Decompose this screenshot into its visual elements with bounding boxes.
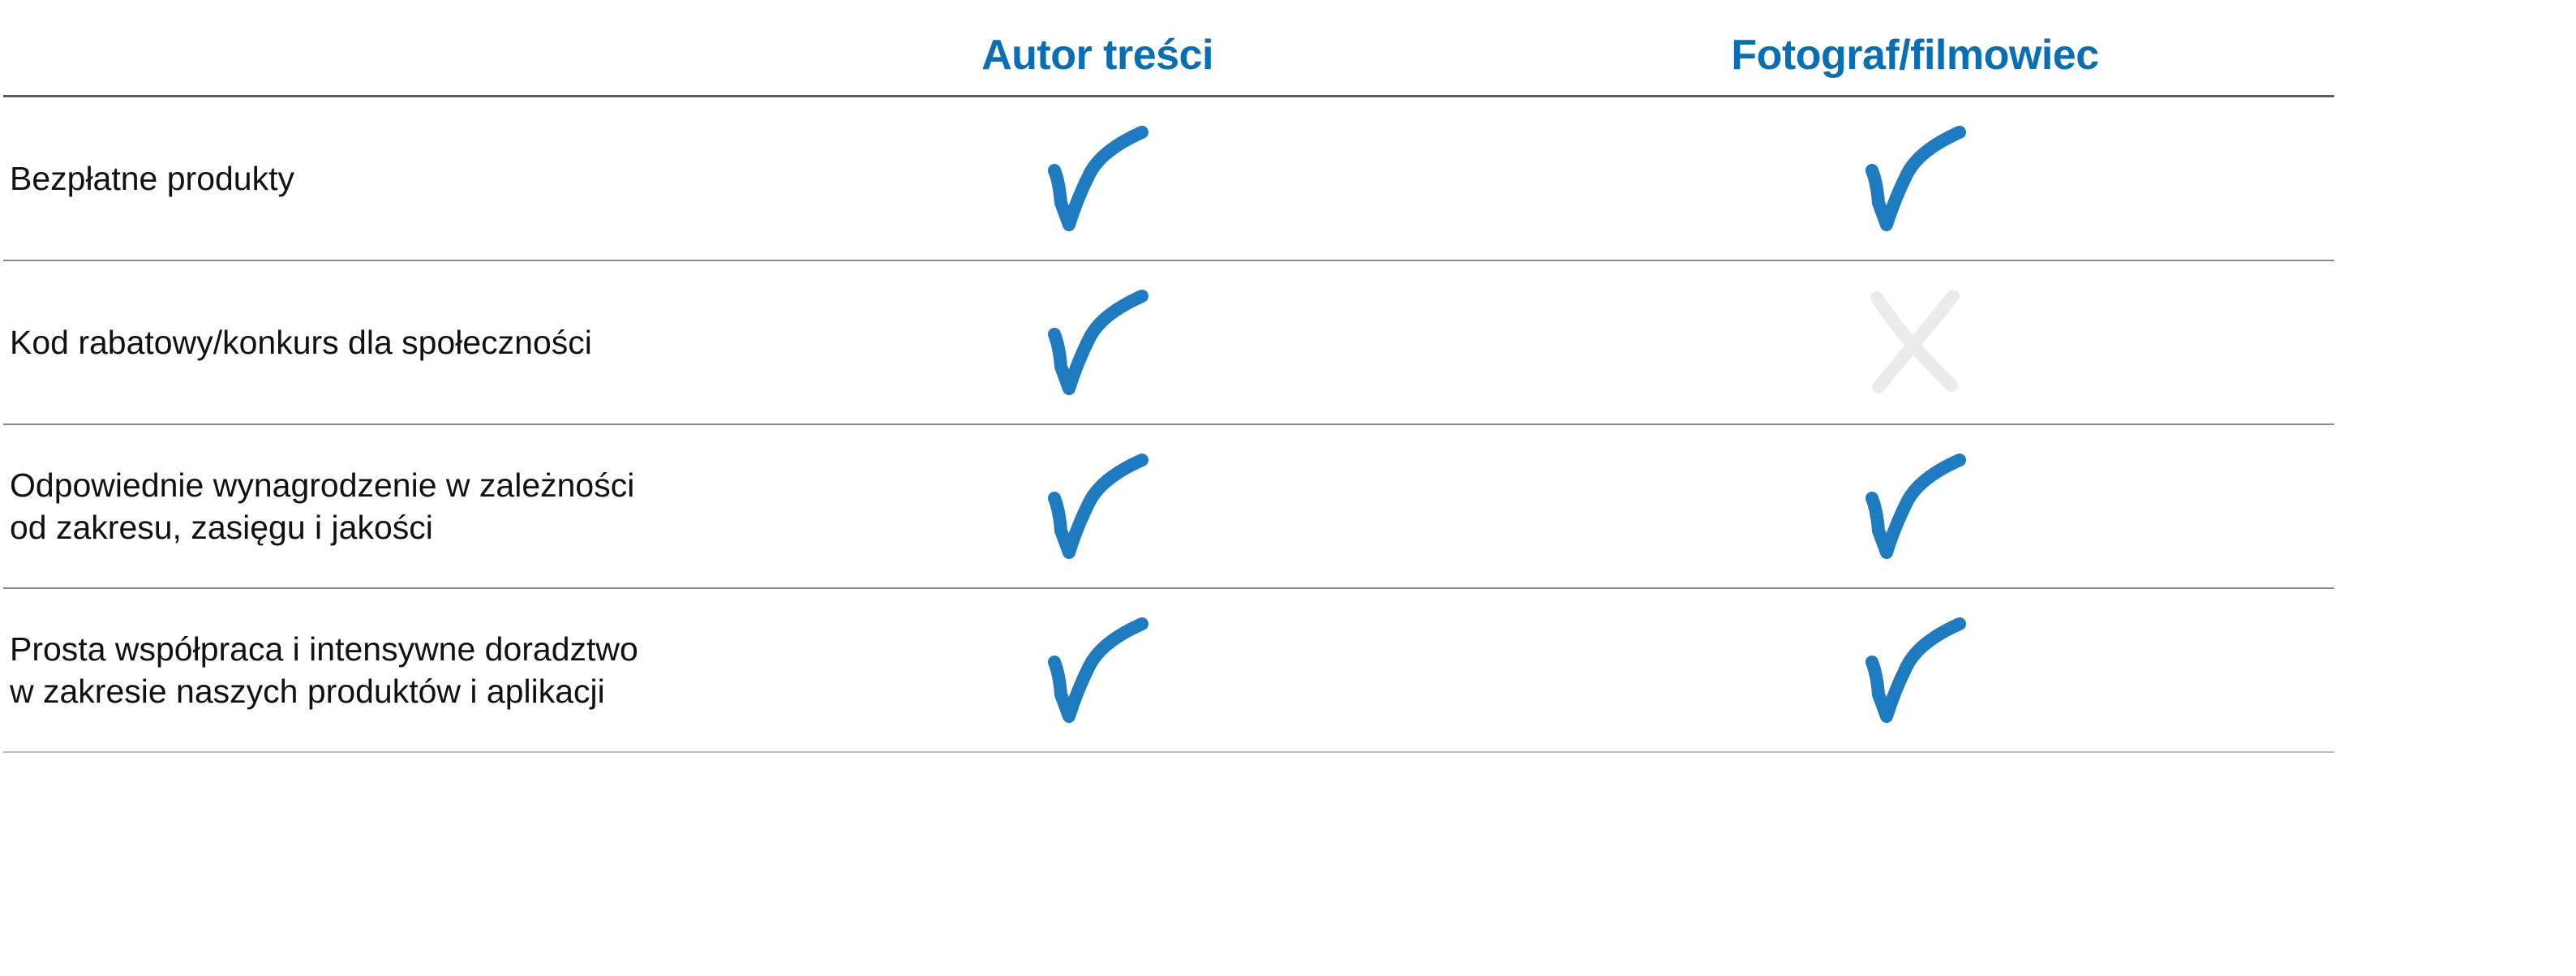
cross-icon (1862, 290, 1968, 395)
check-icon (1862, 454, 1968, 559)
check-icon (1045, 454, 1150, 559)
row-label: Kod rabatowy/konkurs dla społeczności (10, 324, 592, 361)
check-icon (1045, 290, 1150, 395)
check-icon (1045, 617, 1150, 723)
row-label-line: w zakresie naszych produktów i aplikacji (10, 673, 605, 710)
row-label: Bezpłatne produkty (10, 160, 295, 197)
comparison-table: Autor treści Fotograf/filmowiec Bezpłatn… (3, 0, 2334, 753)
table-row: Odpowiednie wynagrodzenie w zależności od… (3, 425, 2334, 589)
row-label-line: Prosta współpraca i intensywne doradztwo (10, 630, 638, 668)
column-header-photographer: Fotograf/filmowiec (1731, 32, 2099, 79)
row-label: Odpowiednie wynagrodzenie w zależności od… (10, 464, 740, 548)
table-row: Prosta współpraca i intensywne doradztwo… (3, 589, 2334, 753)
check-icon (1045, 126, 1150, 231)
check-icon (1862, 617, 1968, 723)
check-icon (1862, 126, 1968, 231)
table-row: Kod rabatowy/konkurs dla społeczności (3, 261, 2334, 425)
column-header-content-author: Autor treści (981, 32, 1213, 79)
row-label-line: Odpowiednie wynagrodzenie w zależności (10, 467, 635, 504)
row-label-line: od zakresu, zasięgu i jakości (10, 509, 433, 546)
table-header: Autor treści Fotograf/filmowiec (3, 0, 2334, 97)
row-label: Prosta współpraca i intensywne doradztwo… (10, 628, 740, 712)
table-row: Bezpłatne produkty (3, 97, 2334, 261)
